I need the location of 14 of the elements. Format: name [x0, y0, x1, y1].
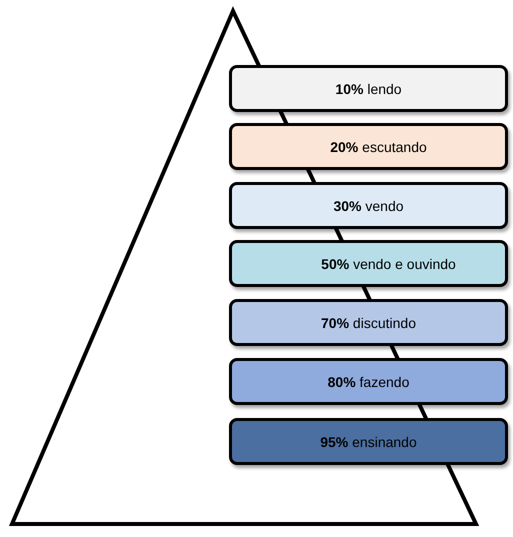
- level-box: [229, 240, 508, 287]
- level-label: 95% ensinando: [320, 434, 417, 450]
- level-box: [229, 358, 508, 405]
- level-box: [229, 299, 508, 346]
- level-box: [229, 418, 508, 465]
- level-label: 50% vendo e ouvindo: [320, 256, 456, 272]
- level-label: 30% vendo: [333, 198, 404, 214]
- level-box: [229, 182, 508, 229]
- level-label: 10% lendo: [335, 80, 402, 96]
- level-box: [229, 123, 508, 170]
- level-label: 70% discutindo: [321, 314, 416, 330]
- level-label: 20% escutando: [329, 138, 427, 154]
- level-box: [229, 65, 508, 112]
- level-label: 80% fazendo: [328, 374, 410, 390]
